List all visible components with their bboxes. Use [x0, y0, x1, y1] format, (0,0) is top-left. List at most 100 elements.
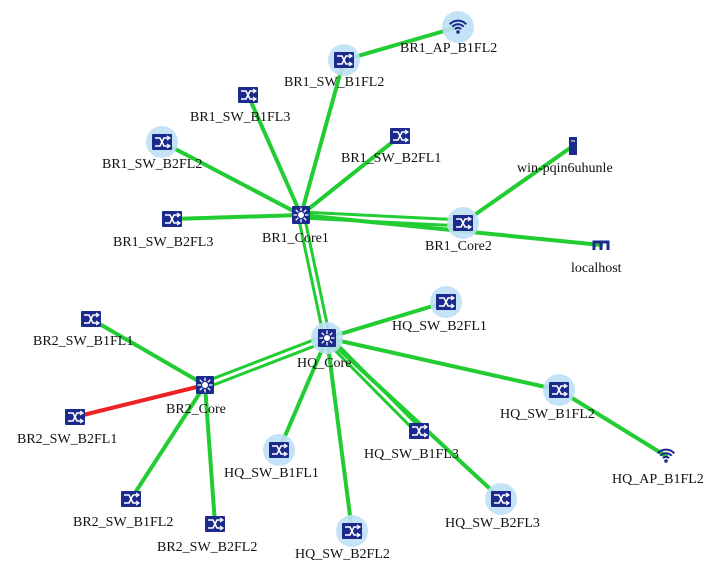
node-label: HQ_SW_B2FL2: [295, 547, 390, 562]
link-line[interactable]: [129, 383, 207, 501]
node-label: BR1_Core1: [262, 231, 329, 246]
node-BR2_Core[interactable]: BR2_Core: [166, 376, 226, 417]
link-BR1_Core1-BR1_SW_B1FL2[interactable]: [299, 58, 346, 217]
link-line[interactable]: [89, 317, 207, 387]
link-BR2_Core-BR2_SW_B1FL1[interactable]: [89, 317, 207, 387]
node-win-pqin6uhunle[interactable]: win-pqin6uhunle: [517, 137, 613, 176]
link-line[interactable]: [246, 93, 303, 217]
link-line[interactable]: [170, 213, 303, 221]
link-HQ_Core-HQ_SW_B1FL1[interactable]: [277, 336, 329, 452]
node-HQ_SW_B1FL3[interactable]: HQ_SW_B1FL3: [364, 423, 459, 462]
switch-icon: [390, 128, 410, 144]
link-line[interactable]: [73, 383, 207, 419]
link-HQ_Core-HQ_SW_B2FL3[interactable]: [325, 336, 503, 501]
node-label: BR2_SW_B1FL2: [73, 515, 173, 530]
host-icon: [592, 240, 610, 250]
link-BR2_Core-BR2_SW_B2FL2[interactable]: [203, 383, 217, 526]
switch-icon: [238, 87, 258, 103]
link-line[interactable]: [203, 383, 217, 526]
switch-icon: [342, 523, 362, 539]
link-line[interactable]: [325, 336, 561, 392]
node-HQ_SW_B2FL3[interactable]: HQ_SW_B2FL3: [445, 483, 540, 531]
core-router-icon: [196, 376, 214, 394]
link-line[interactable]: [160, 140, 303, 217]
switch-icon: [81, 311, 101, 327]
node-localhost[interactable]: localhost: [571, 240, 622, 276]
link-line[interactable]: [325, 336, 503, 501]
link-BR1_Core1-HQ_Core[interactable]: [296, 212, 332, 341]
link-line[interactable]: [299, 58, 346, 217]
link-BR1_Core1-BR1_SW_B2FL3[interactable]: [170, 213, 303, 221]
node-BR1_AP_B1FL2[interactable]: BR1_AP_B1FL2: [400, 11, 497, 56]
node-BR1_SW_B2FL2[interactable]: BR1_SW_B2FL2: [102, 126, 202, 172]
switch-icon: [162, 211, 182, 227]
node-BR2_SW_B2FL2[interactable]: BR2_SW_B2FL2: [157, 516, 257, 555]
switch-icon: [549, 382, 569, 398]
link-HQ_SW_B1FL2-HQ_AP_B1FL2[interactable]: [557, 388, 668, 458]
switch-icon: [205, 516, 225, 532]
link-HQ_Core-HQ_SW_B2FL2[interactable]: [325, 336, 354, 533]
link-line[interactable]: [461, 144, 575, 225]
node-label: BR1_SW_B1FL3: [190, 110, 290, 125]
switch-icon: [491, 491, 511, 507]
link-line[interactable]: [299, 210, 465, 222]
link-line[interactable]: [204, 339, 330, 390]
node-label: win-pqin6uhunle: [517, 161, 613, 176]
node-HQ_AP_B1FL2[interactable]: HQ_AP_B1FL2: [612, 448, 704, 487]
switch-icon: [409, 423, 429, 439]
node-BR1_SW_B2FL3[interactable]: BR1_SW_B2FL3: [113, 211, 213, 250]
node-BR2_SW_B1FL2[interactable]: BR2_SW_B1FL2: [73, 491, 173, 530]
link-BR1_Core1-BR1_SW_B2FL2[interactable]: [160, 140, 303, 217]
node-label: BR2_Core: [166, 402, 226, 417]
link-BR1_Core2-win-pqin6uhunle[interactable]: [461, 144, 575, 225]
node-HQ_SW_B2FL1[interactable]: HQ_SW_B2FL1: [392, 286, 487, 334]
link-line[interactable]: [202, 333, 328, 384]
link-BR2_Core-BR2_SW_B1FL2[interactable]: [129, 383, 207, 501]
link-HQ_Core-HQ_SW_B2FL1[interactable]: [325, 300, 448, 340]
node-HQ_SW_B1FL2[interactable]: HQ_SW_B1FL2: [500, 374, 595, 422]
link-line[interactable]: [277, 336, 329, 452]
node-HQ_Core[interactable]: HQ_Core: [297, 322, 351, 371]
link-BR1_Core1-BR1_SW_B2FL1[interactable]: [299, 134, 402, 217]
wifi-ap-icon: [657, 448, 675, 463]
link-HQ_Core-HQ_SW_B1FL2[interactable]: [325, 336, 561, 392]
link-BR2_Core-BR2_SW_B2FL1[interactable]: [73, 383, 207, 419]
switch-icon: [453, 215, 473, 231]
node-label: BR1_SW_B2FL3: [113, 235, 213, 250]
node-BR1_Core2[interactable]: BR1_Core2: [425, 207, 492, 254]
node-HQ_SW_B2FL2[interactable]: HQ_SW_B2FL2: [295, 515, 390, 562]
wifi-ap-icon: [449, 19, 467, 34]
node-BR1_Core1[interactable]: BR1_Core1: [262, 206, 329, 246]
node-label: BR1_Core2: [425, 239, 492, 254]
node-BR1_SW_B2FL1[interactable]: BR1_SW_B2FL1: [341, 128, 441, 166]
link-line[interactable]: [342, 25, 460, 62]
node-label: localhost: [571, 261, 622, 276]
link-line[interactable]: [325, 300, 448, 340]
node-HQ_SW_B1FL1[interactable]: HQ_SW_B1FL1: [224, 434, 319, 481]
link-HQ_Core-BR2_Core[interactable]: [202, 333, 330, 390]
node-label: HQ_AP_B1FL2: [612, 472, 704, 487]
node-BR1_SW_B1FL2[interactable]: BR1_SW_B1FL2: [284, 44, 384, 90]
node-label: HQ_SW_B1FL3: [364, 447, 459, 462]
node-label: BR1_SW_B2FL1: [341, 151, 441, 166]
link-line[interactable]: [557, 388, 668, 458]
link-line[interactable]: [302, 212, 332, 339]
link-line[interactable]: [325, 336, 354, 533]
node-label: BR1_SW_B1FL2: [284, 75, 384, 90]
node-label: HQ_SW_B1FL2: [500, 407, 595, 422]
link-BR1_Core1-BR1_SW_B1FL3[interactable]: [246, 93, 303, 217]
node-label: BR2_SW_B1FL1: [33, 334, 133, 349]
node-label: HQ_SW_B2FL1: [392, 319, 487, 334]
link-BR1_SW_B1FL2-BR1_AP_B1FL2[interactable]: [342, 25, 460, 62]
node-label: HQ_Core: [297, 356, 351, 371]
node-BR1_SW_B1FL3[interactable]: BR1_SW_B1FL3: [190, 87, 290, 125]
node-BR2_SW_B2FL1[interactable]: BR2_SW_B2FL1: [17, 409, 117, 447]
switch-icon: [334, 52, 354, 68]
node-label: BR2_SW_B2FL2: [157, 540, 257, 555]
link-line[interactable]: [323, 338, 419, 435]
node-label: BR1_AP_B1FL2: [400, 41, 497, 56]
node-BR2_SW_B1FL1[interactable]: BR2_SW_B1FL1: [33, 311, 133, 349]
link-line[interactable]: [296, 214, 326, 341]
link-line[interactable]: [299, 134, 402, 217]
